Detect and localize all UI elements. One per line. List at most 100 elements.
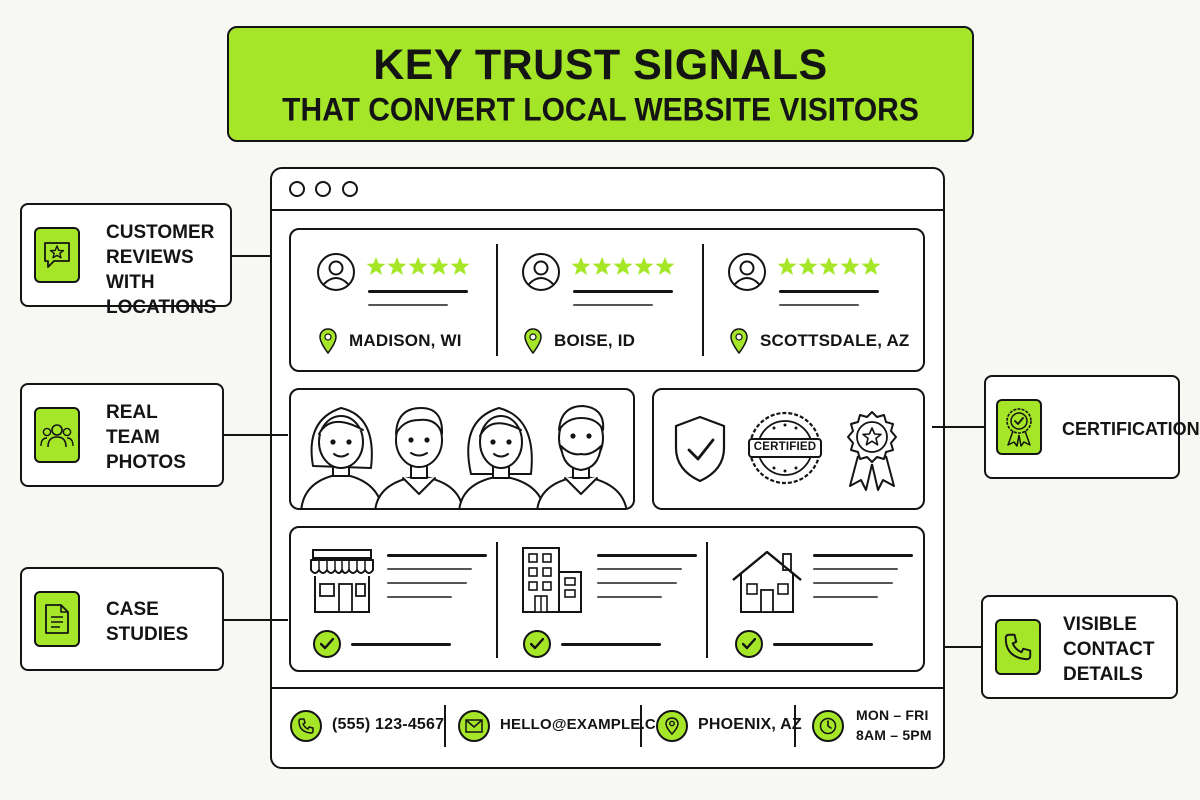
shield-check-icon: [674, 415, 726, 483]
divider: [444, 705, 446, 747]
team-member-illustration: [536, 405, 628, 508]
text-line: [368, 290, 468, 293]
text-line: [561, 643, 661, 646]
five-stars: [366, 257, 470, 275]
storefront-icon: [310, 549, 374, 613]
callout-connector: [224, 619, 288, 621]
user-avatar-icon: [317, 253, 355, 291]
contact-footer: (555) 123-4567 HELLO@EXAMPLE.COM PHOENIX…: [272, 689, 943, 766]
five-stars: [777, 257, 881, 275]
footer-hours-days: MON – FRI: [856, 707, 929, 723]
phone-icon[interactable]: [290, 710, 322, 742]
callout-team-photos: REAL TEAM PHOTOS: [20, 383, 224, 487]
text-line: [597, 568, 682, 570]
footer-hours-times: 8AM – 5PM: [856, 727, 932, 743]
divider: [496, 244, 498, 356]
callout-customer-reviews: CUSTOMER REVIEWS WITH LOCATIONS: [20, 203, 232, 318]
user-avatar-icon: [728, 253, 766, 291]
location-pin-icon: [730, 328, 748, 354]
text-line: [368, 304, 448, 306]
five-stars: [571, 257, 675, 275]
callout-connector: [945, 646, 981, 648]
document-icon: [34, 591, 80, 647]
footer-phone[interactable]: (555) 123-4567: [332, 716, 445, 733]
callout-label: CERTIFICATIONS: [1062, 419, 1200, 439]
team-member-illustration: [458, 407, 546, 508]
certified-seal-text: CERTIFIED: [753, 441, 817, 453]
browser-window: MADISON, WI BOISE, ID SCOTTSDALE, AZ: [270, 167, 945, 769]
callout-label: REAL TEAM PHOTOS: [106, 402, 186, 473]
divider: [706, 542, 708, 658]
text-line: [779, 290, 879, 293]
callout-case-studies: CASE STUDIES: [20, 567, 224, 671]
title-line-2: THAT CONVERT LOCAL WEBSITE VISITORS: [282, 92, 919, 129]
check-circle-icon: [523, 630, 551, 658]
case-study-card: [309, 546, 489, 666]
text-line: [597, 582, 677, 584]
text-line: [387, 582, 467, 584]
divider: [702, 244, 704, 356]
window-dot-2: [315, 181, 331, 197]
text-line: [813, 554, 913, 557]
location-pin-icon: [524, 328, 542, 354]
text-line: [813, 582, 893, 584]
location-pin-icon: [656, 710, 688, 742]
review-location: MADISON, WI: [349, 331, 462, 350]
text-line: [779, 304, 859, 306]
review-location: SCOTTSDALE, AZ: [760, 331, 910, 350]
team-photo-illustration: [300, 405, 628, 508]
certified-seal-icon: CERTIFIED: [747, 410, 823, 486]
divider: [496, 542, 498, 658]
location-pin-icon: [319, 328, 337, 354]
house-icon: [732, 550, 802, 613]
team-people-icon: [34, 407, 80, 463]
callout-connector: [932, 426, 984, 428]
certifications-panel: CERTIFIED: [652, 388, 925, 510]
phone-icon: [995, 619, 1041, 675]
review-card: SCOTTSDALE, AZ: [727, 252, 917, 362]
review-card: BOISE, ID: [521, 252, 701, 362]
clock-icon: [812, 710, 844, 742]
title-banner: KEY TRUST SIGNALS THAT CONVERT LOCAL WEB…: [227, 26, 974, 142]
office-building-icon: [522, 547, 582, 613]
user-avatar-icon: [522, 253, 560, 291]
text-line: [813, 568, 898, 570]
window-dot-1: [289, 181, 305, 197]
text-line: [573, 290, 673, 293]
browser-title-bar: [272, 169, 943, 211]
envelope-icon[interactable]: [458, 710, 490, 742]
divider: [794, 705, 796, 747]
case-study-card: [731, 546, 916, 666]
case-study-card: [519, 546, 699, 666]
check-circle-icon: [313, 630, 341, 658]
callout-connector: [232, 255, 270, 257]
text-line: [813, 596, 878, 598]
check-circle-icon: [735, 630, 763, 658]
title-line-1: KEY TRUST SIGNALS: [373, 41, 828, 89]
callout-label: CASE STUDIES: [106, 599, 189, 645]
callout-contact-details: VISIBLE CONTACT DETAILS: [981, 595, 1178, 699]
callout-certifications: CERTIFICATIONS: [984, 375, 1200, 479]
text-line: [387, 554, 487, 557]
callout-connector: [224, 434, 288, 436]
text-line: [387, 596, 452, 598]
team-member-illustration: [300, 407, 384, 508]
footer-email[interactable]: HELLO@EXAMPLE.COM: [500, 716, 681, 733]
review-location: BOISE, ID: [554, 331, 636, 350]
ribbon-award-icon: [996, 399, 1042, 455]
footer-city: PHOENIX, AZ: [698, 716, 802, 733]
speech-bubble-star-icon: [34, 227, 80, 283]
reviews-panel: MADISON, WI BOISE, ID SCOTTSDALE, AZ: [289, 228, 925, 372]
callout-label: VISIBLE CONTACT DETAILS: [1063, 614, 1155, 685]
callout-label: CUSTOMER REVIEWS WITH LOCATIONS: [106, 222, 217, 318]
text-line: [597, 554, 697, 557]
text-line: [351, 643, 451, 646]
team-member-illustration: [374, 407, 464, 508]
star-rosette-icon: [847, 411, 897, 491]
text-line: [773, 643, 873, 646]
review-card: MADISON, WI: [316, 252, 496, 362]
text-line: [387, 568, 472, 570]
team-photos-panel: [289, 388, 635, 510]
footer-divider: [272, 687, 943, 689]
case-studies-panel: [289, 526, 925, 672]
